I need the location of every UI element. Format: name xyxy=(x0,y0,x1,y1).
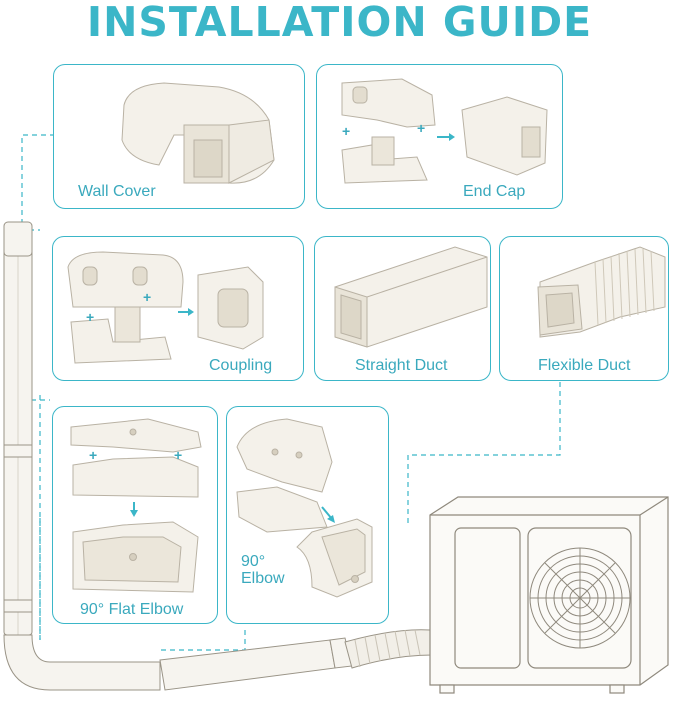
plus-sign: + xyxy=(342,123,351,139)
end-cap-panel: + + End Cap xyxy=(316,64,563,209)
straight-duct-image xyxy=(334,246,488,348)
outdoor-unit xyxy=(429,496,669,694)
flat-elbow-label: 90° Flat Elbow xyxy=(80,601,184,618)
flexible-duct-panel: Flexible Duct xyxy=(499,236,669,381)
plus-sign: + xyxy=(143,289,152,305)
coupling-label: Coupling xyxy=(209,357,273,374)
wall-cover-label: Wall Cover xyxy=(78,183,156,200)
flat-elbow-image xyxy=(70,418,202,593)
end-cap-label: End Cap xyxy=(463,183,526,200)
straight-duct-label: Straight Duct xyxy=(355,357,448,374)
straight-duct-panel: Straight Duct xyxy=(314,236,491,381)
plus-sign: + xyxy=(86,309,95,325)
elbow-image xyxy=(236,418,373,598)
elbow-label-line2: Elbow xyxy=(241,570,285,587)
elbow-label-line1: 90° xyxy=(241,553,266,570)
wall-cover-panel: Wall Cover xyxy=(53,64,305,209)
coupling-image xyxy=(67,251,264,364)
elbow-panel: 90° Elbow xyxy=(226,406,389,624)
wall-cover-image xyxy=(121,82,275,184)
plus-sign: + xyxy=(417,120,426,136)
flexible-duct-label: Flexible Duct xyxy=(538,357,631,374)
coupling-panel: + + Coupling xyxy=(52,236,304,381)
page-title: INSTALLATION GUIDE xyxy=(86,0,593,46)
end-cap-image xyxy=(341,78,548,184)
flexible-duct-image xyxy=(537,246,666,338)
plus-sign: + xyxy=(174,447,183,463)
plus-sign: + xyxy=(89,447,98,463)
flat-elbow-panel: + + 90° Flat Elbow xyxy=(52,406,218,624)
